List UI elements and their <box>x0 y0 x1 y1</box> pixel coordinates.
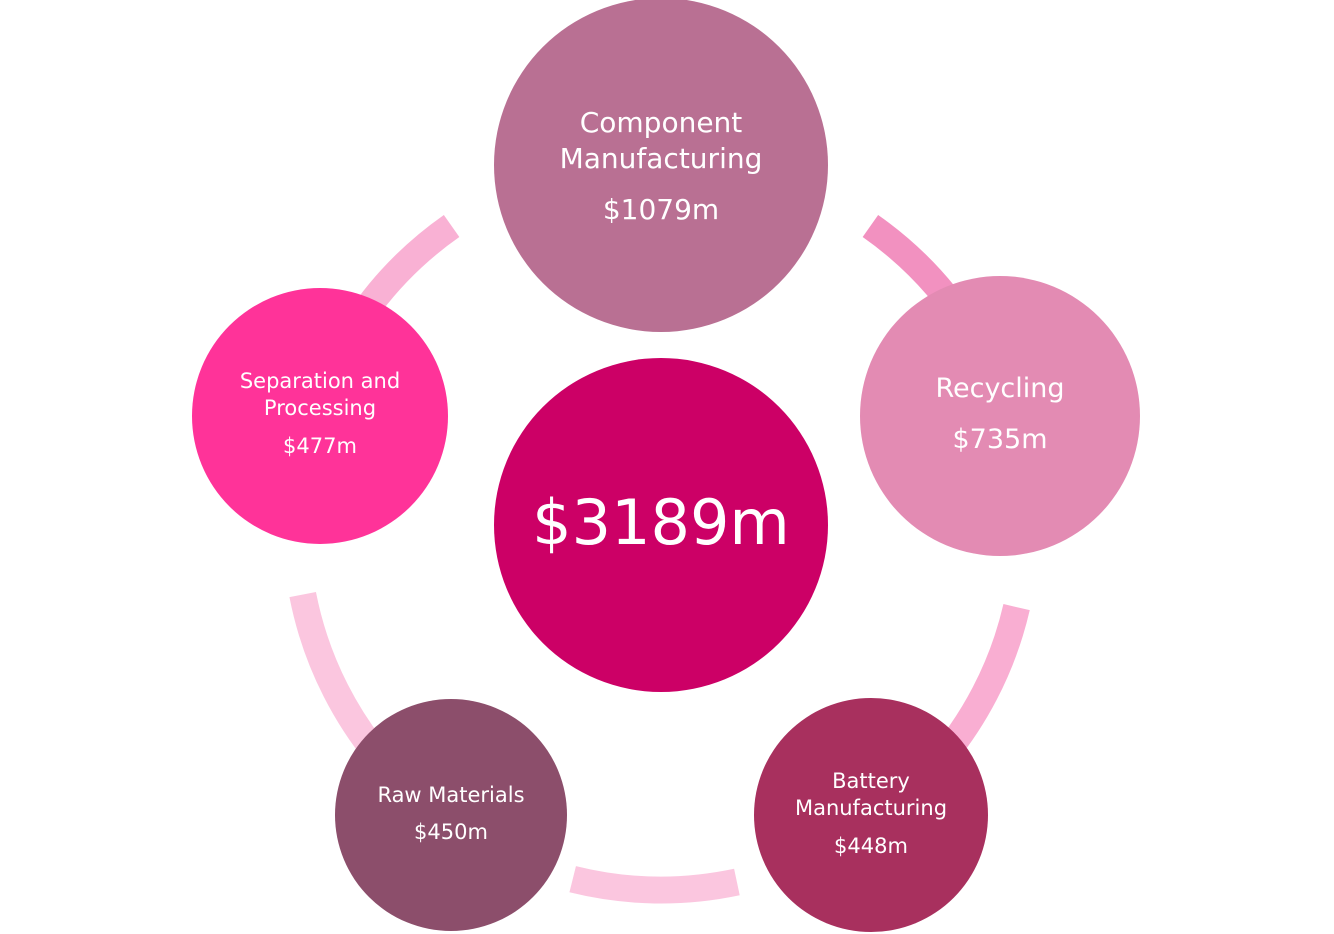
raw-materials-value: $450m <box>414 820 488 844</box>
center-total-value: $3189m <box>532 486 790 559</box>
battery-manufacturing-label-line-2: Manufacturing <box>795 796 947 820</box>
battery-manufacturing-label-line-1: Battery <box>832 769 910 793</box>
recycling-label: Recycling <box>935 373 1064 404</box>
component-manufacturing-circle <box>494 0 828 332</box>
battery-manufacturing-circle <box>754 698 988 932</box>
node-battery-manufacturing: Battery Manufacturing $448m <box>754 698 988 932</box>
battery-manufacturing-value: $448m <box>834 834 908 858</box>
recycling-circle <box>860 276 1140 556</box>
raw-materials-label: Raw Materials <box>377 783 524 807</box>
raw-materials-circle <box>335 699 567 931</box>
node-recycling: Recycling $735m <box>860 276 1140 556</box>
connector-battery-to-raw-materials <box>569 866 740 904</box>
component-manufacturing-value: $1079m <box>603 193 719 226</box>
node-component-manufacturing: Component Manufacturing $1079m <box>494 0 828 332</box>
center-circle <box>494 358 828 692</box>
component-manufacturing-label-line-2: Manufacturing <box>560 142 763 175</box>
node-separation-and-processing: Separation and Processing $477m <box>192 288 448 544</box>
separation-and-processing-label-line-1: Separation and <box>240 369 400 393</box>
node-raw-materials: Raw Materials $450m <box>335 699 567 931</box>
center-total-node: $3189m <box>494 358 828 692</box>
component-manufacturing-label-line-1: Component <box>580 106 743 139</box>
separation-and-processing-value: $477m <box>283 434 357 458</box>
recycling-value: $735m <box>952 424 1047 455</box>
separation-and-processing-circle <box>192 288 448 544</box>
separation-and-processing-label-line-2: Processing <box>264 396 376 420</box>
